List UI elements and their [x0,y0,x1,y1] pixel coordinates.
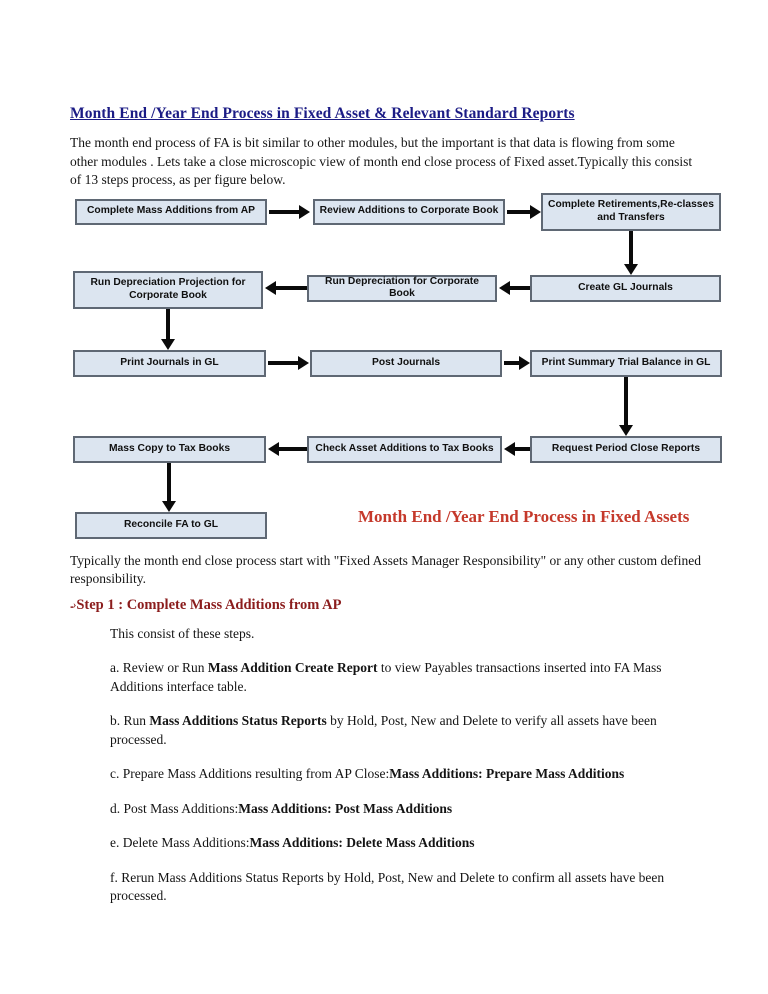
document-page: Month End /Year End Process in Fixed Ass… [0,105,768,906]
step-item-d: d. Post Mass Additions:Mass Additions: P… [110,800,453,816]
flow-box-run-depreciation: Run Depreciation for Corporate Book [307,274,497,302]
step1-arrow-bullet-icon: ..› [70,599,76,611]
step-item-a: a. Review or Run Mass Addition Create Re… [110,660,662,694]
flow-box-complete-retirements: Complete Retirements,Re-classes and Tran… [541,192,721,231]
flow-box-reconcile-fa-gl: Reconcile FA to GL [75,511,267,539]
flow-box-mass-copy-tax-books: Mass Copy to Tax Books [73,435,266,463]
flow-box-create-gl-journals: Create GL Journals [530,274,721,302]
step1-heading-text: Step 1 : Complete Mass Additions from AP [76,596,342,613]
steps-intro: This consist of these steps. [110,625,255,641]
step1-heading: ..›Step 1 : Complete Mass Additions from… [70,596,704,616]
step-item-e: e. Delete Mass Additions:Mass Additions:… [110,835,475,850]
step-item-c: c. Prepare Mass Additions resulting from… [110,766,625,781]
step-item-b: b. Run Mass Additions Status Reports by … [110,713,657,747]
flowchart: Complete Mass Additions from AP Review A… [0,190,768,542]
flow-box-print-journals: Print Journals in GL [73,349,266,377]
flow-box-review-additions: Review Additions to Corporate Book [313,198,505,225]
flowchart-caption: Month End /Year End Process in Fixed Ass… [358,506,690,526]
flow-box-request-period-close: Request Period Close Reports [530,435,722,463]
flow-box-complete-mass-additions: Complete Mass Additions from AP [75,198,267,225]
page-title[interactable]: Month End /Year End Process in Fixed Ass… [70,105,575,122]
flow-box-check-asset-additions: Check Asset Additions to Tax Books [307,435,502,463]
step-item-f: f. Rerun Mass Additions Status Reports b… [110,869,665,904]
flow-box-run-depreciation-projection: Run Depreciation Projection for Corporat… [73,270,263,309]
post-chart-paragraph: Typically the month end close process st… [70,552,701,587]
flow-box-print-summary-trial-balance: Print Summary Trial Balance in GL [530,349,722,377]
intro-paragraph: The month end process of FA is bit simil… [70,135,693,187]
step1-body: This consist of these steps. a. Review o… [70,625,670,906]
flow-box-post-journals: Post Journals [310,349,502,377]
